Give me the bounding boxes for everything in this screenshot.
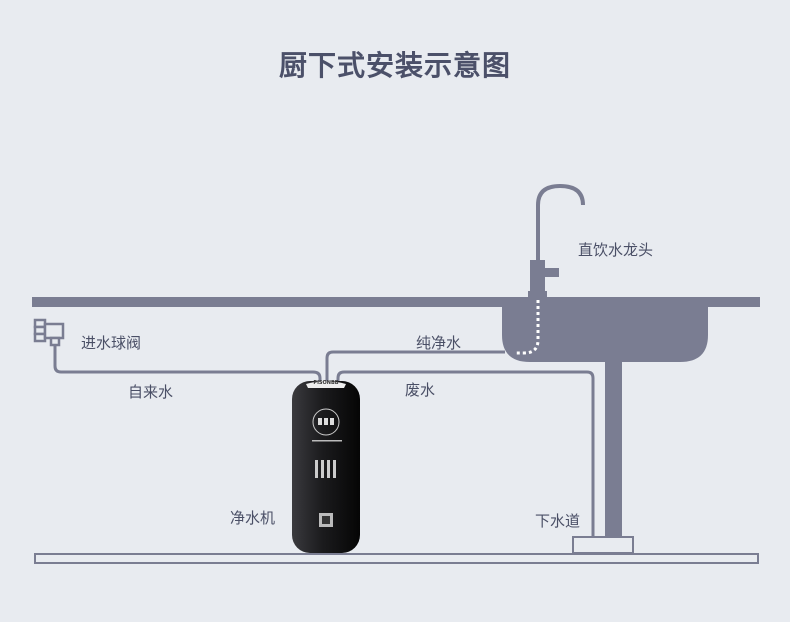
qr-code-icon	[319, 513, 333, 527]
sink-pedestal	[605, 360, 622, 538]
tap-water-pipe	[53, 343, 322, 382]
purifier-brand-logo: PISONBB	[313, 380, 339, 386]
pure-water-dotted-pipe	[515, 300, 540, 355]
water-purifier-icon	[292, 381, 360, 553]
label-waste-water: 废水	[405, 381, 436, 399]
filter-level-bars	[315, 460, 336, 478]
page-title: 厨下式安装示意图	[278, 49, 511, 82]
pure-water-pipe	[325, 350, 505, 382]
waste-water-pipe	[336, 370, 595, 537]
label-tap-water: 自来水	[128, 383, 174, 401]
floor	[34, 553, 759, 564]
drain-base	[572, 536, 634, 554]
label-pure-water: 纯净水	[416, 334, 462, 352]
label-inlet-valve: 进水球阀	[81, 334, 142, 352]
faucet-icon	[528, 183, 585, 297]
display-digits	[318, 418, 334, 425]
ball-valve-icon	[33, 318, 65, 347]
label-purifier: 净水机	[230, 509, 276, 527]
label-drain: 下水道	[535, 512, 581, 530]
label-faucet: 直饮水龙头	[578, 241, 654, 259]
countertop	[32, 297, 760, 307]
sink-basin	[502, 307, 708, 362]
